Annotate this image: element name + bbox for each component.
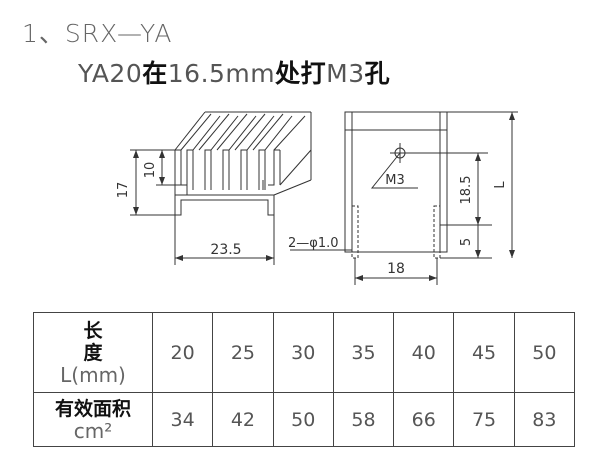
dimension-10-label: 10 (143, 162, 158, 179)
area-cell: 42 (212, 392, 274, 447)
spec-table: 长 度 L(mm) 20 25 30 35 40 45 50 有效面积 cm² … (33, 311, 576, 447)
length-header: 长 度 L(mm) (33, 311, 153, 394)
dimension-23-5 (174, 215, 275, 265)
dimension-L (447, 111, 518, 258)
area-cell: 75 (453, 392, 515, 447)
hole-note-model: YA20 (78, 59, 143, 88)
dimension-18-5-label: 18.5 (459, 176, 474, 205)
length-cell: 20 (151, 311, 214, 394)
length-cell: 45 (453, 311, 515, 394)
hole-note-zai: 在 (142, 59, 168, 88)
hole-note-distance: 16.5mm (167, 59, 276, 88)
hole-note: YA20在16.5mm处打M3孔 (78, 54, 390, 90)
length-cell: 35 (332, 311, 395, 394)
hole-note-thread: M3 (326, 59, 365, 88)
dimension-5-label: 5 (459, 238, 474, 246)
heatsink-drawing: 17 10 23.5 2—φ1.0 18 M3 18.5 L 5 (116, 111, 518, 285)
hole-note-chuda: 处打 (275, 59, 327, 88)
length-header-cjk: 长 度 (83, 319, 125, 364)
area-cell: 58 (332, 392, 395, 447)
pin-note-label: 2—φ1.0 (288, 236, 339, 251)
area-cell: 66 (393, 392, 455, 447)
length-cell: 50 (513, 311, 576, 394)
area-cell: 50 (272, 392, 334, 447)
area-header: 有效面积 cm² (33, 392, 153, 447)
length-cell: 30 (272, 311, 334, 394)
area-cell: 83 (513, 392, 576, 447)
dimension-18 (354, 258, 438, 285)
area-header-cjk: 有效面积 (54, 397, 131, 420)
area-header-unit: cm² (73, 418, 113, 443)
dimension-18-5 (440, 153, 492, 226)
length-cell: 40 (393, 311, 455, 394)
area-row: 有效面积 cm² 34 42 50 58 66 75 83 (33, 392, 576, 447)
product-title: 1、SRX—YA (22, 19, 173, 48)
dimension-17-label: 17 (116, 182, 131, 199)
area-cell: 34 (151, 392, 214, 447)
length-header-unit: L(mm) (60, 362, 126, 387)
hole-m3-label: M3 (385, 173, 405, 188)
dimension-18-label: 18 (387, 261, 405, 277)
heatsink-side-view (344, 111, 488, 259)
heatsink-front-view (174, 111, 312, 216)
hole-note-kong: 孔 (364, 59, 391, 88)
dimension-17 (130, 149, 175, 216)
length-row: 长 度 L(mm) 20 25 30 35 40 45 50 (33, 311, 576, 394)
length-cell: 25 (212, 311, 274, 394)
dimension-23-5-label: 23.5 (210, 242, 241, 258)
dimension-L-label: L (493, 181, 508, 189)
